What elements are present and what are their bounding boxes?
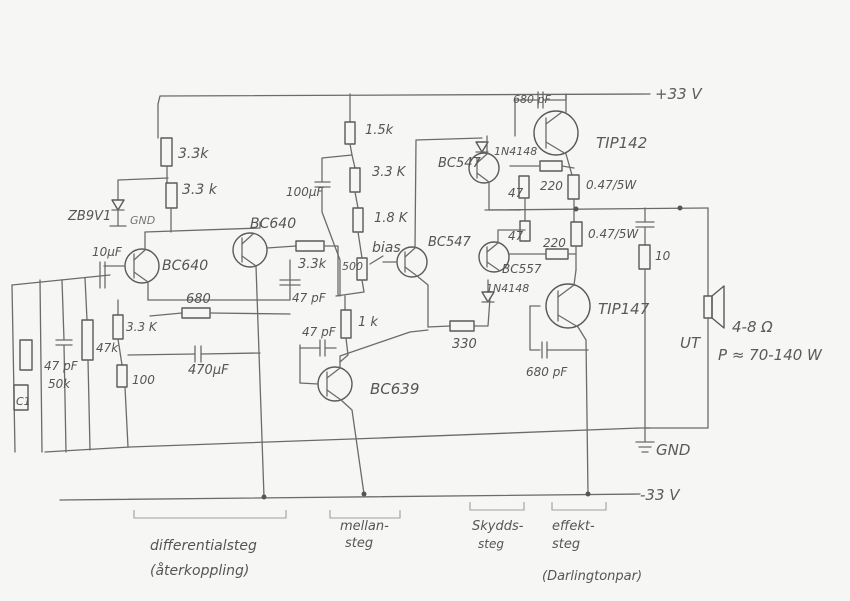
bracket-output xyxy=(551,502,607,511)
capacitor-10uf-label: 10µF xyxy=(92,245,123,259)
resistor-10-label: 10 xyxy=(655,249,671,263)
resistor-047-bot-label: 0.47/5W xyxy=(588,227,639,241)
output-label: UT xyxy=(680,334,702,352)
resistor-100-label: 100 xyxy=(132,373,155,387)
resistor-220-top xyxy=(539,160,563,172)
speaker-icon xyxy=(703,295,713,319)
resistor-1k xyxy=(340,309,352,339)
potentiometer-input xyxy=(19,339,33,371)
resistor-10 xyxy=(638,244,651,270)
section-protection-label: Skydds- xyxy=(472,519,524,534)
transistor-tip147 xyxy=(545,283,591,329)
resistor-680-label: 680 xyxy=(186,292,211,307)
transistor-bc640-right xyxy=(232,232,268,268)
resistor-3k3-bias xyxy=(349,167,361,193)
positive-rail xyxy=(157,93,651,139)
resistor-330-label: 330 xyxy=(452,337,477,352)
ground-rail xyxy=(44,427,655,453)
transistor-tip147-label: TIP147 xyxy=(598,300,650,318)
resistor-3k3-mid xyxy=(165,182,178,209)
capacitor-47pf-vas-label: 47 pF xyxy=(302,325,337,339)
gnd-small-label: GND xyxy=(130,214,155,227)
transistor-bc547-bias-label: BC547 xyxy=(428,235,472,250)
capacitor-680pf-top-label: 680 pF xyxy=(513,93,551,106)
bracket-protection xyxy=(469,502,525,511)
capacitor-470uf-label: 470µF xyxy=(188,363,229,378)
pot-50k-label: 50k xyxy=(48,377,71,391)
ground-label: GND xyxy=(656,441,690,459)
resistor-3k3-mid-label: 3.3 k xyxy=(182,182,218,198)
resistor-3k3-diff xyxy=(295,240,325,252)
resistor-047-top-label: 0.47/5W xyxy=(586,178,637,192)
resistor-220-top-label: 220 xyxy=(540,179,563,193)
resistor-47k xyxy=(81,319,94,361)
transistor-bc640-right-label: BC640 xyxy=(250,216,296,232)
bias-label: bias xyxy=(372,240,401,256)
resistor-680 xyxy=(181,307,211,319)
resistor-3k3-diff-label: 3.3k xyxy=(298,257,327,272)
resistor-1k5-label: 1.5k xyxy=(365,123,394,138)
input-capacitor-c1-label: C1 xyxy=(16,395,31,408)
diode-bot-label: 1N4148 xyxy=(486,282,529,295)
diode-1n4148-top xyxy=(475,141,489,153)
transistor-bc557-driver-label: BC557 xyxy=(502,262,542,276)
speaker-impedance-label: 4-8 Ω xyxy=(732,318,773,336)
negative-rail xyxy=(59,493,641,501)
resistor-3k3-fb-label: 3.3 K xyxy=(126,320,158,334)
input-capacitor-c1 xyxy=(13,384,29,411)
capacitor-47pf-in-label: 47 pF xyxy=(44,359,79,373)
resistor-1k5 xyxy=(344,121,356,145)
section-output-note: (Darlingtonpar) xyxy=(542,569,642,584)
diode-top-label: 1N4148 xyxy=(494,145,537,158)
transistor-bc639-label: BC639 xyxy=(370,380,419,398)
section-protection-sub: steg xyxy=(478,537,504,551)
section-output-label: effekt- xyxy=(552,519,595,534)
section-differential-label: differentialsteg xyxy=(150,538,257,554)
section-output-sub: steg xyxy=(552,537,580,552)
resistor-220-bot xyxy=(545,248,569,260)
resistor-3k3-fb xyxy=(112,314,124,340)
resistor-100 xyxy=(116,364,128,388)
capacitor-100uf-label: 100µF xyxy=(286,185,325,199)
bracket-differential xyxy=(133,510,287,519)
negative-supply-label: -33 V xyxy=(640,486,681,504)
resistor-330 xyxy=(449,320,475,332)
resistor-3k3-bias-label: 3.3 K xyxy=(372,165,407,180)
transistor-bc547-driver xyxy=(468,152,500,184)
resistor-1k8 xyxy=(352,207,364,233)
transistor-tip142-label: TIP142 xyxy=(596,134,647,152)
zener-label: ZB9V1 xyxy=(67,209,111,224)
transistor-bc557-driver xyxy=(478,241,510,273)
transistor-tip142 xyxy=(533,110,579,156)
section-differential-sub: (återkoppling) xyxy=(150,562,249,579)
resistor-1k-label: 1 k xyxy=(358,315,378,330)
capacitor-680pf-bot-label: 680 pF xyxy=(526,365,568,379)
zener-diode xyxy=(111,199,125,211)
resistor-047-bot xyxy=(570,221,583,247)
resistor-220-bot-label: 220 xyxy=(543,236,566,250)
resistor-3k3-top-label: 3.3k xyxy=(178,146,209,162)
pot-bias-label: 500 xyxy=(342,260,363,273)
resistor-47k-label: 47k xyxy=(96,341,119,355)
resistor-47-top-label: 47 xyxy=(508,186,524,200)
resistor-1k8-label: 1.8 K xyxy=(374,211,409,226)
resistor-3k3-top xyxy=(160,137,173,167)
resistor-047-top xyxy=(567,174,580,200)
bracket-middle xyxy=(329,510,401,519)
resistor-47-top xyxy=(518,175,530,199)
section-middle-sub: steg xyxy=(345,536,373,551)
resistor-47-bot-label: 47 xyxy=(508,229,524,243)
transistor-bc640-left-label: BC640 xyxy=(162,258,208,274)
positive-supply-label: +33 V xyxy=(655,85,703,103)
capacitor-47pf-fb-label: 47 pF xyxy=(292,291,327,305)
diode-1n4148-bot xyxy=(481,291,495,303)
transistor-bc547-driver-label: BC547 xyxy=(438,156,482,171)
section-middle-label: mellan- xyxy=(340,519,389,534)
power-rating-label: P ≈ 70-140 W xyxy=(718,346,823,364)
